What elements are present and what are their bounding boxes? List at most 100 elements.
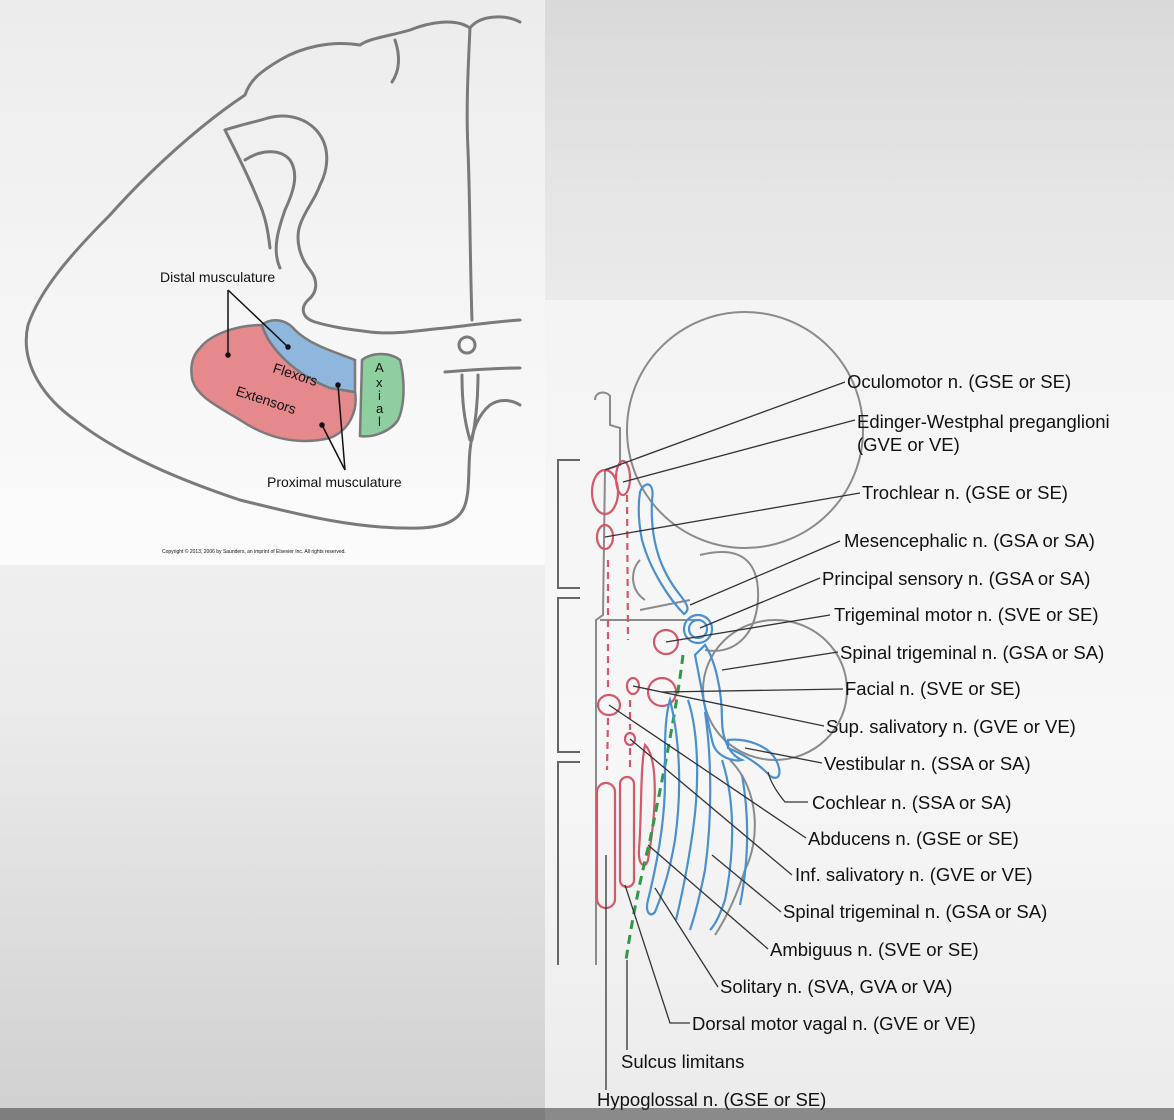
label-hypoglossal: Hypoglossal n. (GSE or SE) bbox=[597, 1089, 826, 1110]
mesencephalic-nucleus bbox=[637, 483, 689, 616]
level-brackets bbox=[557, 459, 580, 965]
label-edinger-westphal: Edinger-Westphal preganglioni bbox=[857, 411, 1110, 432]
flexors-region bbox=[260, 319, 357, 394]
label-trochlear: Trochlear n. (GSE or SE) bbox=[862, 482, 1068, 503]
spinal-trigeminal-upper bbox=[693, 643, 746, 762]
dorsal-motor-vagal-nucleus bbox=[618, 775, 636, 889]
edinger-westphal-nucleus bbox=[614, 459, 632, 497]
solitary-column bbox=[674, 699, 712, 931]
motor-column-dash-3 bbox=[605, 717, 610, 771]
label-sulcus-limitans: Sulcus limitans bbox=[621, 1051, 744, 1072]
leader-proximal-2 bbox=[337, 384, 346, 471]
leader-proximal-1 bbox=[321, 424, 346, 471]
trochlear-nucleus bbox=[595, 523, 615, 551]
label-inf-salivatory: Inf. salivatory n. (GVE or VE) bbox=[795, 864, 1033, 885]
leader-distal-2 bbox=[227, 289, 289, 348]
label-axial-a2: a bbox=[376, 401, 384, 416]
central-canal bbox=[457, 335, 477, 355]
video-bottom-bar bbox=[0, 1108, 1174, 1120]
midline-column bbox=[594, 391, 621, 965]
spinal-cord-diagram bbox=[24, 15, 522, 530]
dorsal-horn bbox=[223, 128, 272, 250]
label-edinger-westphal-2: (GVE or VE) bbox=[857, 434, 960, 455]
label-principal-sensory: Principal sensory n. (GSA or SA) bbox=[822, 568, 1090, 589]
leader-spinal-trig-lower bbox=[711, 854, 782, 913]
leader-edinger bbox=[622, 419, 856, 483]
pons-outline bbox=[699, 551, 760, 652]
dot-proximal-2 bbox=[335, 382, 341, 388]
brainstem-nuclei-panel bbox=[545, 300, 1174, 1120]
principal-sensory-inner bbox=[687, 618, 709, 640]
label-axial-i: i bbox=[378, 388, 381, 403]
nuclei-leaders bbox=[604, 381, 861, 1090]
label-spinal-trigeminal-upper: Spinal trigeminal n. (GSA or SA) bbox=[840, 642, 1104, 663]
sulcus-limitans-line bbox=[624, 654, 685, 961]
leader-trochlear bbox=[604, 492, 861, 538]
grey-matter-outline bbox=[223, 114, 522, 335]
label-cochlear: Cochlear n. (SSA or SA) bbox=[812, 792, 1011, 813]
spinal-leaders bbox=[225, 289, 346, 471]
sensory-nuclei bbox=[637, 483, 781, 931]
label-distal-musculature: Distal musculature bbox=[160, 269, 275, 285]
dot-proximal-1 bbox=[319, 422, 325, 428]
dorsal-septum-2 bbox=[465, 26, 474, 322]
grey-matter-inner bbox=[243, 150, 297, 270]
label-axial-l: l bbox=[378, 414, 381, 429]
leader-spinal-trig-upper bbox=[721, 651, 839, 671]
label-axial-x: x bbox=[376, 375, 383, 390]
leader-inf-salivatory bbox=[629, 738, 793, 876]
label-trigeminal-motor: Trigeminal motor n. (SVE or SE) bbox=[834, 604, 1099, 625]
dot-distal-1 bbox=[225, 352, 231, 358]
label-oculomotor: Oculomotor n. (GSE or SE) bbox=[847, 371, 1071, 392]
trigeminal-motor-nucleus bbox=[652, 628, 680, 656]
label-dorsal-motor-vagal: Dorsal motor vagal n. (GVE or VE) bbox=[692, 1013, 976, 1034]
ventral-fissure bbox=[460, 373, 480, 442]
leader-facial bbox=[661, 688, 844, 693]
label-solitary: Solitary n. (SVA, GVA or VA) bbox=[720, 976, 952, 997]
dot-distal-2 bbox=[285, 344, 291, 350]
leader-sup-salivatory bbox=[632, 685, 825, 727]
label-axial-a: A bbox=[375, 360, 384, 375]
leader-ambiguus bbox=[647, 844, 769, 950]
sup-salivatory-nucleus bbox=[625, 676, 641, 696]
spinal-cord-panel bbox=[0, 0, 545, 565]
motor-column-dash-2 bbox=[625, 494, 630, 641]
bracket-pons bbox=[557, 597, 580, 753]
ventral-root-line bbox=[443, 366, 522, 374]
midbrain-colliculus bbox=[626, 311, 864, 549]
leader-principal bbox=[699, 577, 821, 629]
leader-trigeminal-motor bbox=[665, 614, 831, 643]
copyright-text: Copyright © 2013, 2006 by Saunders, an i… bbox=[162, 548, 346, 555]
label-proximal-musculature: Proximal musculature bbox=[267, 474, 402, 490]
principal-sensory-nucleus bbox=[682, 613, 714, 645]
leader-dorsal-motor bbox=[624, 884, 690, 1024]
leader-mesencephalic bbox=[689, 540, 841, 606]
leader-vestibular bbox=[744, 747, 823, 764]
motor-pools bbox=[190, 319, 405, 443]
brainstem-outline bbox=[594, 311, 864, 965]
bracket-midbrain bbox=[557, 459, 580, 589]
label-mesencephalic: Mesencephalic n. (GSA or SA) bbox=[844, 530, 1095, 551]
abducens-nucleus bbox=[596, 693, 622, 717]
leader-oculomotor bbox=[604, 381, 846, 471]
leader-cochlear bbox=[767, 771, 808, 803]
label-abducens: Abducens n. (GSE or SE) bbox=[808, 828, 1019, 849]
medulla-outline-3 bbox=[632, 559, 646, 601]
cord-outline bbox=[24, 15, 522, 530]
medulla-outline-1 bbox=[600, 599, 700, 621]
inf-salivatory-nucleus bbox=[623, 731, 637, 747]
label-ambiguus: Ambiguus n. (SVE or SE) bbox=[770, 939, 979, 960]
vestibular-nucleus bbox=[726, 738, 781, 779]
nuclei-labels: Oculomotor n. (GSE or SE) Edinger-Westph… bbox=[597, 371, 1110, 1110]
leader-solitary bbox=[654, 887, 719, 988]
dorsal-septum-1 bbox=[390, 38, 400, 84]
label-vestibular: Vestibular n. (SSA or SA) bbox=[824, 753, 1031, 774]
spinal-trigeminal-lower bbox=[709, 759, 749, 931]
leader-abducens bbox=[608, 704, 807, 839]
solitary-loop bbox=[646, 695, 681, 916]
bracket-medulla bbox=[557, 761, 580, 965]
axial-region bbox=[358, 352, 405, 438]
label-sup-salivatory: Sup. salivatory n. (GVE or VE) bbox=[826, 716, 1076, 737]
label-facial: Facial n. (SVE or SE) bbox=[845, 678, 1021, 699]
